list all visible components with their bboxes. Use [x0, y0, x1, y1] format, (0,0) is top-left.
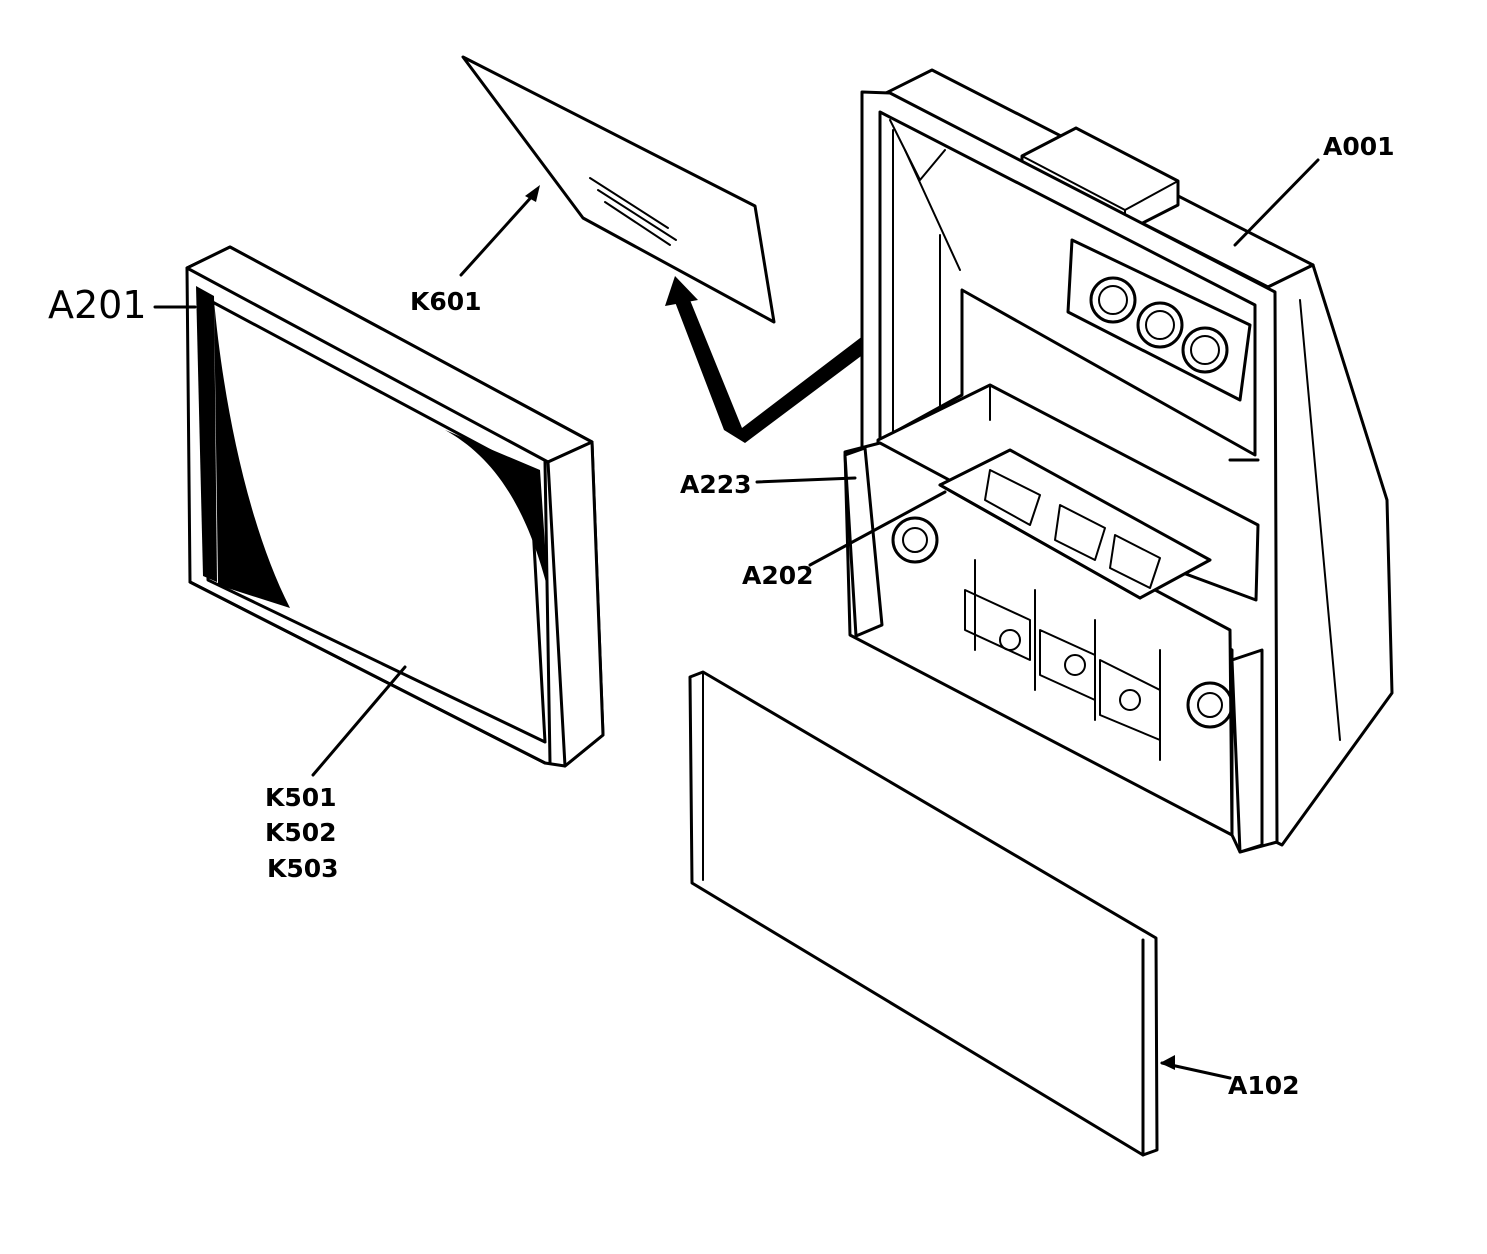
label-a102: A102	[1228, 1071, 1300, 1100]
k601-mirror-panel	[461, 55, 776, 324]
a001-cabinet	[755, 68, 1394, 854]
label-k503: K503	[267, 854, 339, 883]
label-a202: A202	[742, 561, 814, 590]
leader-lines	[311, 185, 540, 777]
label-k502: K502	[265, 818, 337, 847]
label-k601: K601	[410, 287, 482, 316]
a201-screen-frame	[153, 245, 605, 768]
label-k501: K501	[265, 783, 337, 812]
a102-lower-panel	[688, 670, 1232, 1157]
label-a001: A001	[1323, 132, 1395, 161]
label-a201: A201	[48, 283, 147, 327]
label-a223: A223	[680, 470, 752, 499]
